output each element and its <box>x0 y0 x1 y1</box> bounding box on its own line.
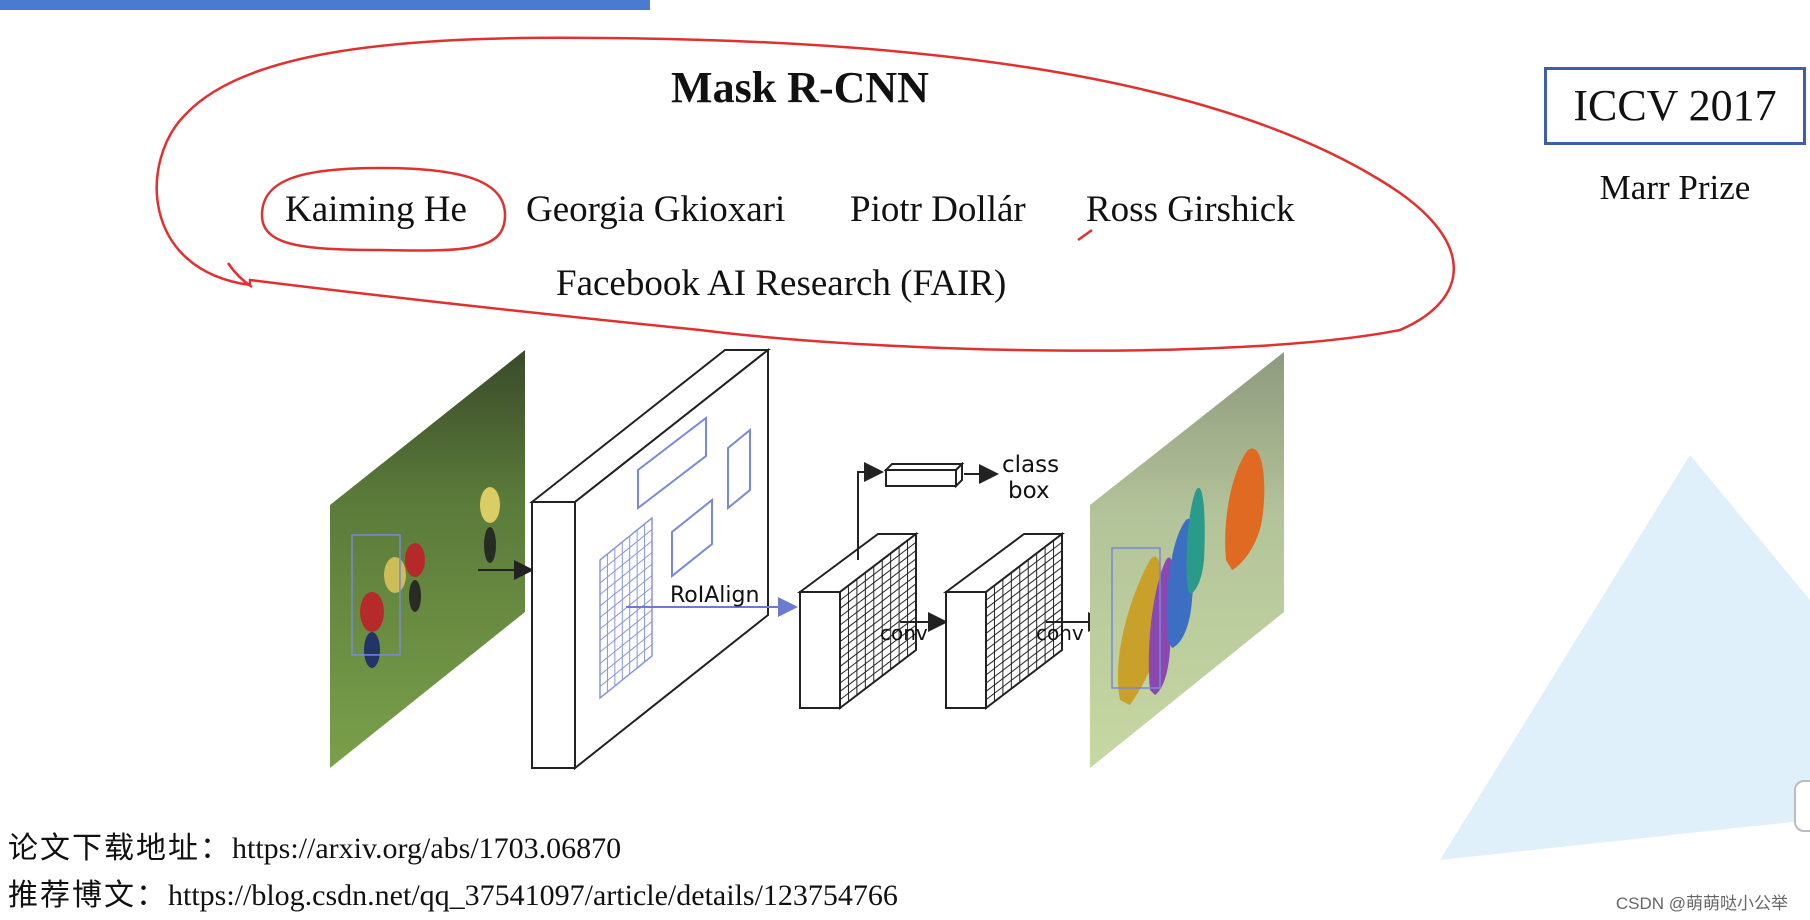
blog-link-line: 推荐博文：https://blog.csdn.net/qq_37541097/a… <box>8 870 898 914</box>
annotation-tick <box>1078 230 1092 240</box>
paper-link-label: 论文下载地址： <box>8 832 232 865</box>
fc-box <box>886 464 962 486</box>
backbone-feature-map <box>532 350 768 768</box>
label-box: box <box>1008 478 1050 504</box>
watermark: CSDN @萌萌哒小公举 <box>1616 889 1788 914</box>
annotation-ellipse <box>157 38 1454 351</box>
input-image <box>330 350 525 768</box>
label-conv-1: conv <box>880 621 928 645</box>
blog-link-url[interactable]: https://blog.csdn.net/qq_37541097/articl… <box>168 879 898 912</box>
annotation-circle-author <box>262 168 505 251</box>
paper-link-line: 论文下载地址：https://arxiv.org/abs/1703.06870 <box>8 823 621 867</box>
blog-link-label: 推荐博文： <box>8 879 168 912</box>
paper-link-url[interactable]: https://arxiv.org/abs/1703.06870 <box>232 832 621 865</box>
label-class: class <box>1002 452 1059 478</box>
label-roialign: RoIAlign <box>670 583 759 608</box>
label-conv-2: conv <box>1036 621 1084 645</box>
side-panel-handle[interactable] <box>1794 780 1810 832</box>
